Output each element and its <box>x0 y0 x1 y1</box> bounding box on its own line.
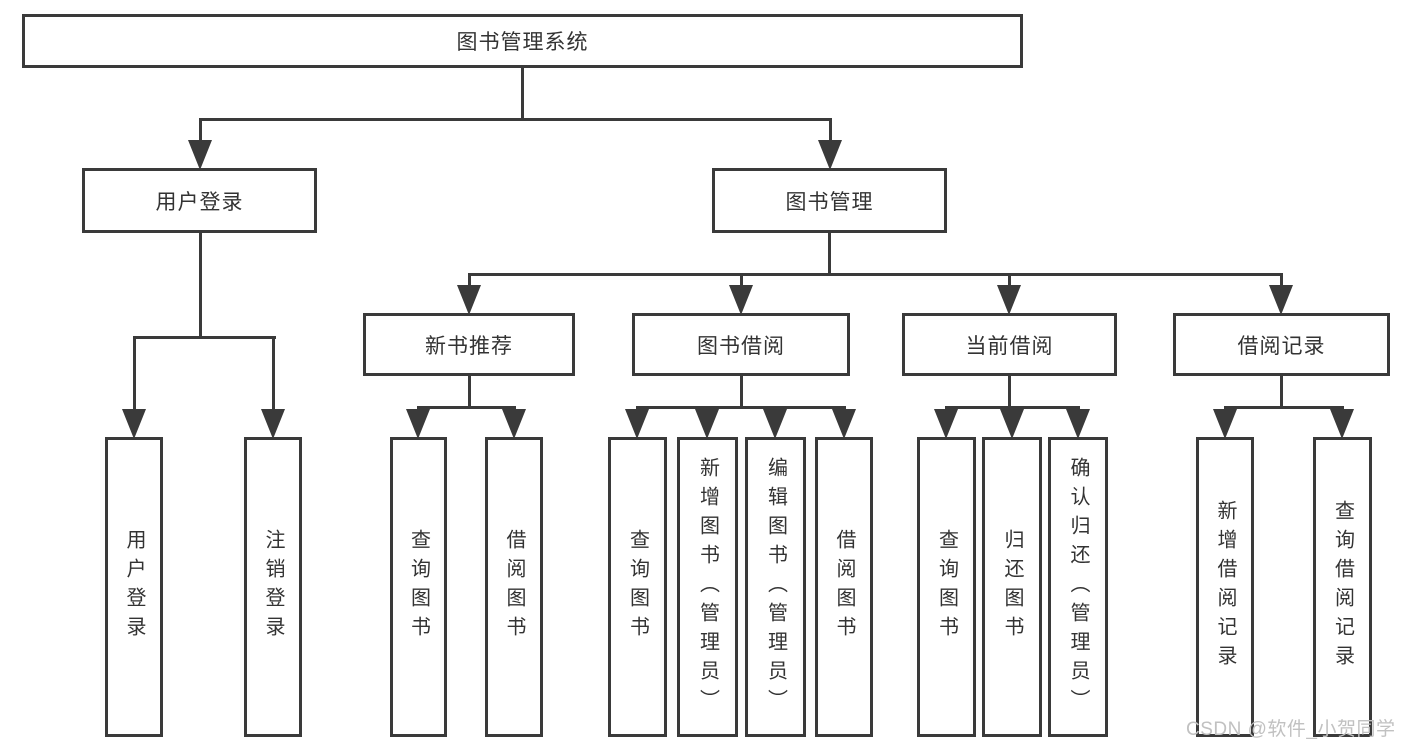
connector-line <box>740 376 743 409</box>
node-cb-query-books: 查询图书 <box>917 437 976 737</box>
node-new-book-rec: 新书推荐 <box>363 313 575 376</box>
node-bb-edit-books: 编辑图书（管理员） <box>745 437 806 737</box>
node-label: 查询借阅记录 <box>1331 500 1354 674</box>
arrow-down-icon <box>261 409 285 439</box>
node-br-query-record: 查询借阅记录 <box>1313 437 1372 737</box>
arrow-down-icon <box>1213 409 1237 439</box>
arrow-down-icon <box>122 409 146 439</box>
arrow-down-icon <box>406 409 430 439</box>
connector-line <box>272 336 275 412</box>
arrow-down-icon <box>1066 409 1090 439</box>
node-label: 注销登录 <box>262 529 284 645</box>
node-label: 查询图书 <box>626 529 649 645</box>
node-label: 图书管理系统 <box>456 31 589 54</box>
arrow-down-icon <box>188 140 212 170</box>
connector-line <box>1008 273 1011 287</box>
node-root: 图书管理系统 <box>22 14 1023 68</box>
connector-line <box>199 118 832 121</box>
csdn-watermark: CSDN @软件_小贺同学 <box>1186 719 1396 740</box>
node-current-borrow: 当前借阅 <box>902 313 1117 376</box>
connector-line <box>199 118 202 142</box>
node-label: 图书借阅 <box>697 334 785 358</box>
connector-line <box>1008 376 1011 409</box>
connector-line <box>945 406 1080 409</box>
connector-line <box>740 273 743 287</box>
node-book-borrow: 图书借阅 <box>632 313 850 376</box>
node-label: 新增借阅记录 <box>1214 500 1236 674</box>
connector-line <box>521 68 524 120</box>
arrow-down-icon <box>818 140 842 170</box>
node-user-login: 用户登录 <box>82 168 317 233</box>
connector-line <box>636 406 846 409</box>
node-label: 用户登录 <box>123 529 145 645</box>
connector-line <box>468 273 471 287</box>
node-bb-query-books: 查询图书 <box>608 437 667 737</box>
arrow-down-icon <box>729 285 753 315</box>
connector-line <box>133 336 136 412</box>
node-book-mgmt: 图书管理 <box>712 168 947 233</box>
node-label: 用户登录 <box>155 190 244 214</box>
node-cb-return-books: 归还图书 <box>982 437 1042 737</box>
arrow-down-icon <box>832 409 856 439</box>
node-bb-add-books: 新增图书（管理员） <box>677 437 738 737</box>
connector-line <box>417 406 516 409</box>
node-nb-query-books: 查询图书 <box>390 437 447 737</box>
arrow-down-icon <box>502 409 526 439</box>
node-label: 新书推荐 <box>425 334 513 358</box>
node-borrow-record: 借阅记录 <box>1173 313 1390 376</box>
node-label: 归还图书 <box>1001 529 1023 645</box>
connector-line <box>468 273 1283 276</box>
arrow-down-icon <box>763 409 787 439</box>
node-label: 当前借阅 <box>965 334 1054 358</box>
node-cb-confirm: 确认归还（管理员） <box>1048 437 1108 737</box>
node-label: 查询图书 <box>935 529 958 645</box>
node-label: 查询图书 <box>407 529 430 645</box>
arrow-down-icon <box>1269 285 1293 315</box>
node-label: 新增图书（管理员） <box>696 456 719 718</box>
arrow-down-icon <box>1330 409 1354 439</box>
arrow-down-icon <box>934 409 958 439</box>
arrow-down-icon <box>997 285 1021 315</box>
arrow-down-icon <box>625 409 649 439</box>
connector-line <box>1224 406 1344 409</box>
connector-line <box>468 376 471 409</box>
arrow-down-icon <box>1000 409 1024 439</box>
node-logout: 注销登录 <box>244 437 302 737</box>
node-bb-borrow-books: 借阅图书 <box>815 437 873 737</box>
connector-line <box>828 233 831 275</box>
node-br-add-record: 新增借阅记录 <box>1196 437 1254 737</box>
connector-line <box>829 118 832 142</box>
node-login: 用户登录 <box>105 437 163 737</box>
node-nb-borrow-books: 借阅图书 <box>485 437 543 737</box>
connector-line <box>1280 376 1283 409</box>
node-label: 确认归还（管理员） <box>1067 456 1089 718</box>
node-label: 编辑图书（管理员） <box>764 456 787 718</box>
arrow-down-icon <box>457 285 481 315</box>
connector-line <box>1280 273 1283 287</box>
connector-line <box>133 336 276 339</box>
node-label: 借阅记录 <box>1237 334 1326 358</box>
connector-line <box>199 233 202 339</box>
node-label: 图书管理 <box>785 190 874 214</box>
node-label: 借阅图书 <box>833 529 855 645</box>
node-label: 借阅图书 <box>503 529 525 645</box>
arrow-down-icon <box>695 409 719 439</box>
